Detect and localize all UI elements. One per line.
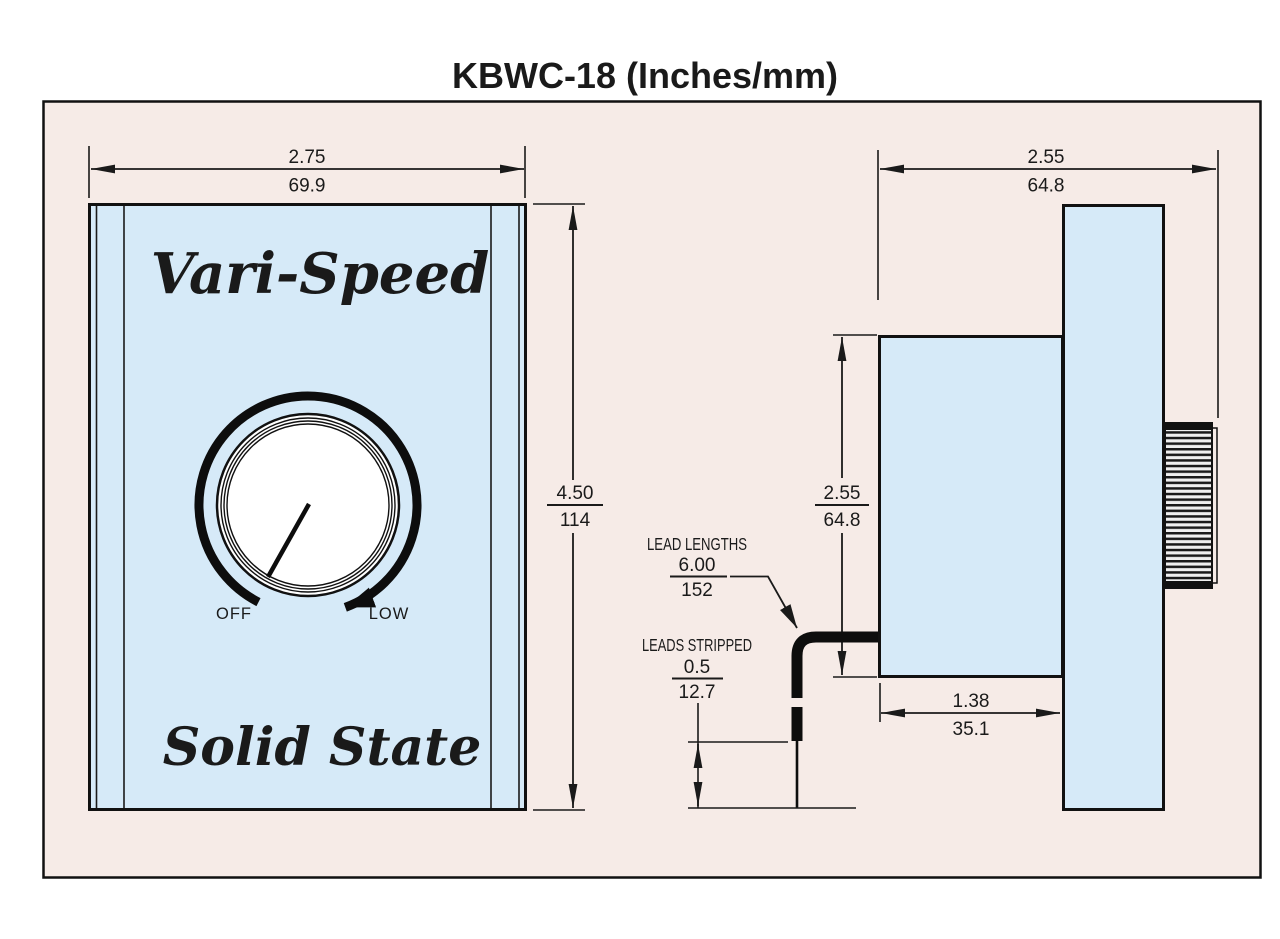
knob-ring-2: [220, 417, 396, 593]
faceplate-edge-lines: [95, 206, 520, 808]
extension-lines: [833, 334, 877, 678]
leads-stripped-label: LEADS STRIPPED: [642, 635, 752, 655]
extension-lines: [877, 150, 1219, 418]
dim-inches: 2.55: [1028, 147, 1065, 168]
knob-low-label: LOW: [369, 605, 410, 623]
knob: [215, 412, 401, 598]
dim-inches: 0.5: [684, 657, 710, 678]
side-view: 2.55 64.8 2.55 64.8 1.38 35.1 LEAD LE: [642, 147, 1219, 811]
dim-mm: 12.7: [679, 682, 716, 703]
lead-wire-bend: [791, 631, 878, 698]
knob-ring-4: [226, 423, 390, 587]
knob-off-label: OFF: [216, 605, 252, 623]
knurled-knob: [1164, 422, 1213, 589]
knurl-top-band: [1165, 423, 1212, 430]
front-view: Vari-Speed Solid State OFF LOW 2.75 69.9…: [88, 146, 603, 811]
wall-plate: [1062, 204, 1165, 811]
knob-side-view: [1164, 422, 1218, 589]
dim-mm: 64.8: [824, 510, 861, 531]
brand-top-label: Vari-Speed: [151, 241, 490, 307]
dim-inches: 6.00: [679, 555, 716, 576]
extension-lines: [533, 203, 585, 811]
extension-lines: [88, 146, 526, 198]
body-height-dimension: 2.55 64.8: [815, 334, 877, 678]
lead-lengths-callout: LEAD LENGTHS 6.00 152: [647, 534, 798, 629]
rotation-direction-arc: [194, 391, 422, 612]
dim-inches: 2.55: [824, 483, 861, 504]
page-title: KBWC-18 (Inches/mm): [452, 55, 838, 96]
knob-ring-3: [223, 420, 393, 590]
dim-mm: 64.8: [1028, 176, 1065, 197]
knurl-bottom-band: [1165, 581, 1212, 588]
leads-stripped-callout: LEADS STRIPPED 0.5 12.7: [642, 635, 856, 809]
dim-inches: 2.75: [289, 147, 326, 168]
extension-lines: [688, 741, 856, 809]
knob-pointer: [266, 502, 311, 579]
knob-skirt-outline: [1212, 427, 1218, 584]
dim-mm: 69.9: [289, 176, 326, 197]
front-width-dimension: 2.75 69.9: [88, 146, 526, 198]
dim-mm: 152: [681, 580, 713, 601]
control-body: [878, 335, 1064, 678]
side-depth-dimension: 2.55 64.8: [877, 147, 1219, 418]
dim-mm: 35.1: [953, 719, 990, 740]
brand-bottom-label: Solid State: [163, 717, 482, 778]
leader-arrow: [730, 575, 798, 629]
lead-lengths-label: LEAD LENGTHS: [647, 534, 747, 554]
body-depth-dimension: 1.38 35.1: [879, 683, 1060, 740]
front-height-dimension: 4.50 114: [533, 203, 603, 811]
dim-inches: 1.38: [953, 691, 990, 712]
lead-wire: [791, 631, 878, 808]
dim-inches: 4.50: [557, 483, 594, 504]
dim-mm: 114: [560, 510, 591, 531]
